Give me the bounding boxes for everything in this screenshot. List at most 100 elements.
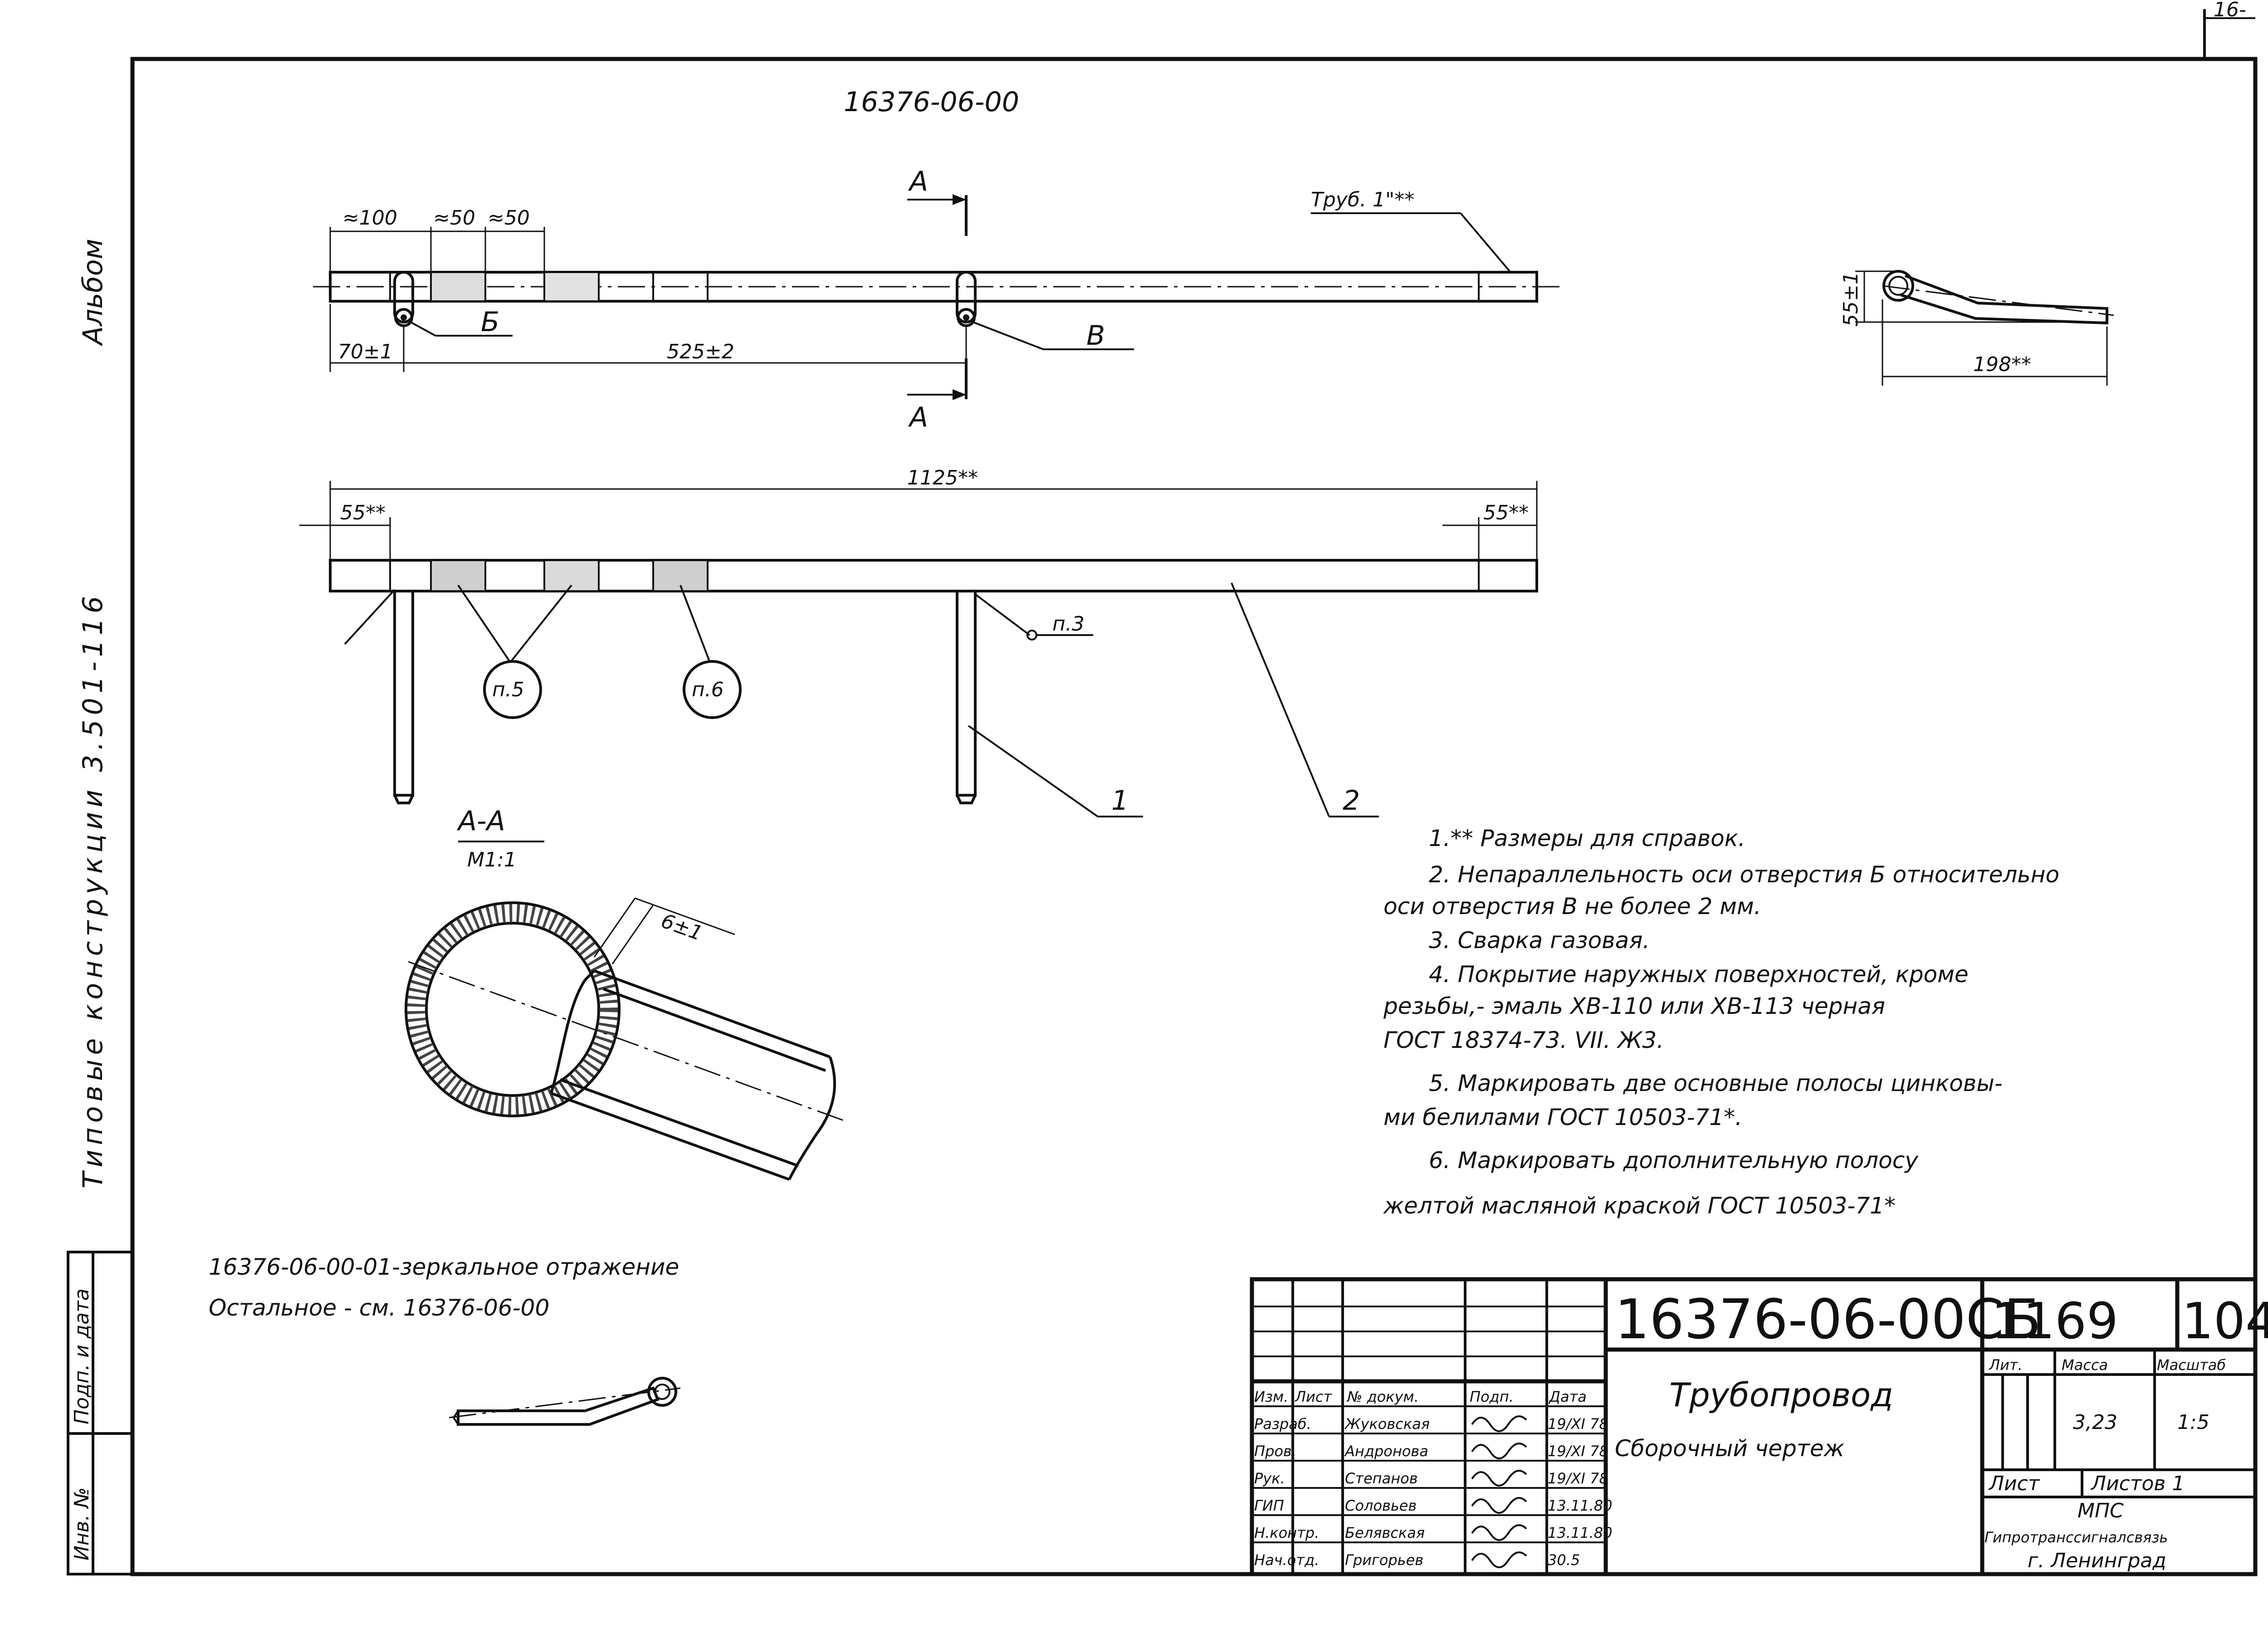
- note-line-3: 3. Сварка газовая.: [1429, 927, 1650, 954]
- section-letter-bottom: А: [908, 401, 928, 433]
- mirror-note: 16376-06-00-01-зеркальное отражение: [209, 1254, 679, 1280]
- front-pipe: [329, 559, 1538, 592]
- series-label: Типовые конструкции 3.501-116: [77, 592, 109, 1189]
- dim-100: ≈100: [342, 206, 397, 230]
- stamp-inv-no: Инв. №: [70, 1487, 93, 1561]
- tb-h-doc: № докум.: [1346, 1388, 1419, 1405]
- pos-2: 2: [1343, 785, 1360, 817]
- dim-50b: ≈50: [488, 206, 530, 230]
- tb-role-4: Н.контр.: [1254, 1524, 1319, 1541]
- section-aa-scale: М1:1: [467, 848, 517, 871]
- pos-1: 1: [1111, 785, 1129, 817]
- dim-525: 525±2: [667, 340, 734, 363]
- tb-name-0: Жуковская: [1344, 1415, 1430, 1433]
- tb-h-list: Лист: [1295, 1388, 1332, 1405]
- note-line-1: 2. Непараллельность оси отверстия Б отно…: [1429, 861, 2059, 888]
- tb-date-4: 13.11.80: [1548, 1524, 1613, 1541]
- bracket-v: [956, 271, 977, 323]
- section-aa-title: А-А: [456, 805, 505, 837]
- section-branch: [550, 969, 831, 1181]
- rod-left: [393, 590, 414, 797]
- left-stamp: [67, 1251, 134, 1575]
- rod-right: [956, 590, 977, 797]
- dim-6: 6±1: [658, 909, 706, 945]
- hole-b-label: Б: [481, 306, 499, 338]
- tb-role-1: Пров.: [1254, 1443, 1296, 1460]
- note-line-8: ми белилами ГОСТ 10503-71*.: [1383, 1104, 1742, 1130]
- callout-p5: [483, 660, 542, 719]
- hole-v-label: В: [1086, 320, 1105, 352]
- tb-mass-value: 3,23: [2073, 1411, 2117, 1434]
- tb-role-3: ГИП: [1254, 1497, 1284, 1514]
- mirror-sketch: [449, 1377, 681, 1426]
- section-letter-top: А: [908, 166, 928, 197]
- part-number: 16376-06-00: [844, 86, 1019, 118]
- note-line-7: 5. Маркировать две основные полосы цинко…: [1429, 1070, 2003, 1096]
- section-pipe-outer: [405, 901, 621, 1117]
- tb-num-a: 1169: [1991, 1292, 2118, 1350]
- ref-p3: п.3: [1052, 612, 1085, 636]
- tb-name-3: Соловьев: [1345, 1497, 1417, 1514]
- tb-date-0: 19/XI 78: [1548, 1415, 1608, 1433]
- tb-name-5: Григорьев: [1345, 1551, 1423, 1569]
- note-line-6: ГОСТ 18374-73. VII. Ж3.: [1383, 1027, 1664, 1053]
- tb-role-0: Разраб.: [1254, 1415, 1311, 1433]
- tb-subtitle: Сборочный чертеж: [1615, 1435, 1844, 1462]
- dim-198: 198**: [1973, 353, 2031, 376]
- callout-p5-label: п.5: [492, 678, 524, 701]
- rest-note: Остальное - см. 16376-06-00: [209, 1295, 549, 1321]
- tb-date-1: 19/XI 78: [1548, 1443, 1608, 1460]
- tb-org2: Гипротранссигналсвязь: [1984, 1529, 2168, 1546]
- tb-date-3: 13.11.80: [1548, 1497, 1613, 1514]
- note-line-9: 6. Маркировать дополнительную полосу: [1429, 1147, 1919, 1174]
- title-block: Изм. Лист № докум. Подп. Дата Разраб. Жу…: [1250, 1277, 2268, 1576]
- sheet-frame: [130, 57, 2258, 1576]
- tb-h-izm: Изм.: [1254, 1388, 1288, 1405]
- side-view: 55±1 198**: [1839, 270, 2114, 386]
- tb-scale-label: Масштаб: [2157, 1356, 2226, 1374]
- callout-p6: [683, 660, 742, 719]
- tb-name: Трубопровод: [1669, 1376, 1893, 1414]
- note-line-10: желтой масляной краской ГОСТ 10503-71*: [1383, 1193, 1896, 1219]
- stamp-sign-date: Подп. и дата: [70, 1288, 93, 1424]
- pipe-label: Труб. 1"**: [1311, 188, 1414, 211]
- tb-date-5: 30.5: [1548, 1551, 1580, 1569]
- sheet-corner-label: 16-: [2214, 0, 2246, 21]
- notes-block: 1.** Размеры для справок. 2. Непараллель…: [1383, 825, 2059, 1219]
- tb-date-2: 19/XI 78: [1548, 1470, 1608, 1487]
- tb-h-sign: Подп.: [1470, 1388, 1514, 1405]
- hole-b: [394, 308, 413, 327]
- tb-role-2: Рук.: [1254, 1470, 1285, 1487]
- top-view: А А Труб. 1"** ≈100 ≈50 ≈50 70±1 525±2 Б…: [313, 166, 1560, 433]
- dim-50a: ≈50: [433, 206, 475, 230]
- tb-name-1: Андронова: [1344, 1443, 1428, 1460]
- callout-p6-label: п.6: [692, 678, 724, 701]
- bracket-b: [393, 271, 414, 323]
- tb-sheets: Листов 1: [2090, 1472, 2185, 1495]
- note-line-4: 4. Покрытие наружных поверхностей, кроме: [1429, 961, 1969, 988]
- tb-name-2: Степанов: [1345, 1470, 1418, 1487]
- dim-70: 70±1: [338, 340, 393, 363]
- tb-org3: г. Ленинград: [2028, 1549, 2166, 1572]
- tb-name-4: Белявская: [1345, 1524, 1425, 1541]
- dim-55-side: 55±1: [1839, 272, 1862, 327]
- tb-role-5: Нач.отд.: [1254, 1551, 1319, 1569]
- tb-doc-code: 16376-06-00СБ: [1615, 1288, 2041, 1351]
- hole-v: [957, 308, 976, 327]
- tb-mass: Масса: [2062, 1356, 2108, 1374]
- tb-scale-value: 1:5: [2177, 1411, 2209, 1434]
- front-view: 1125** 55** 55** п.5 п.6 п.3 1 2: [299, 466, 1538, 817]
- section-aa: А-А М1:1 6±1: [405, 805, 844, 1181]
- tb-sheet: Лист: [1988, 1472, 2040, 1495]
- tb-org1: МПС: [2077, 1499, 2124, 1522]
- note-line-2: оси отверстия В не более 2 мм.: [1383, 893, 1761, 920]
- dim-55-right: 55**: [1483, 501, 1529, 524]
- album-label: Альбом: [77, 239, 109, 347]
- tb-h-date: Дата: [1548, 1388, 1587, 1405]
- note-line-0: 1.** Размеры для справок.: [1429, 825, 1745, 851]
- note-line-5: резьбы,- эмаль ХВ-110 или ХВ-113 черная: [1383, 993, 1885, 1019]
- dim-1125: 1125**: [907, 466, 978, 489]
- dim-55-left: 55**: [340, 501, 386, 524]
- tb-lit: Лит.: [1989, 1356, 2023, 1374]
